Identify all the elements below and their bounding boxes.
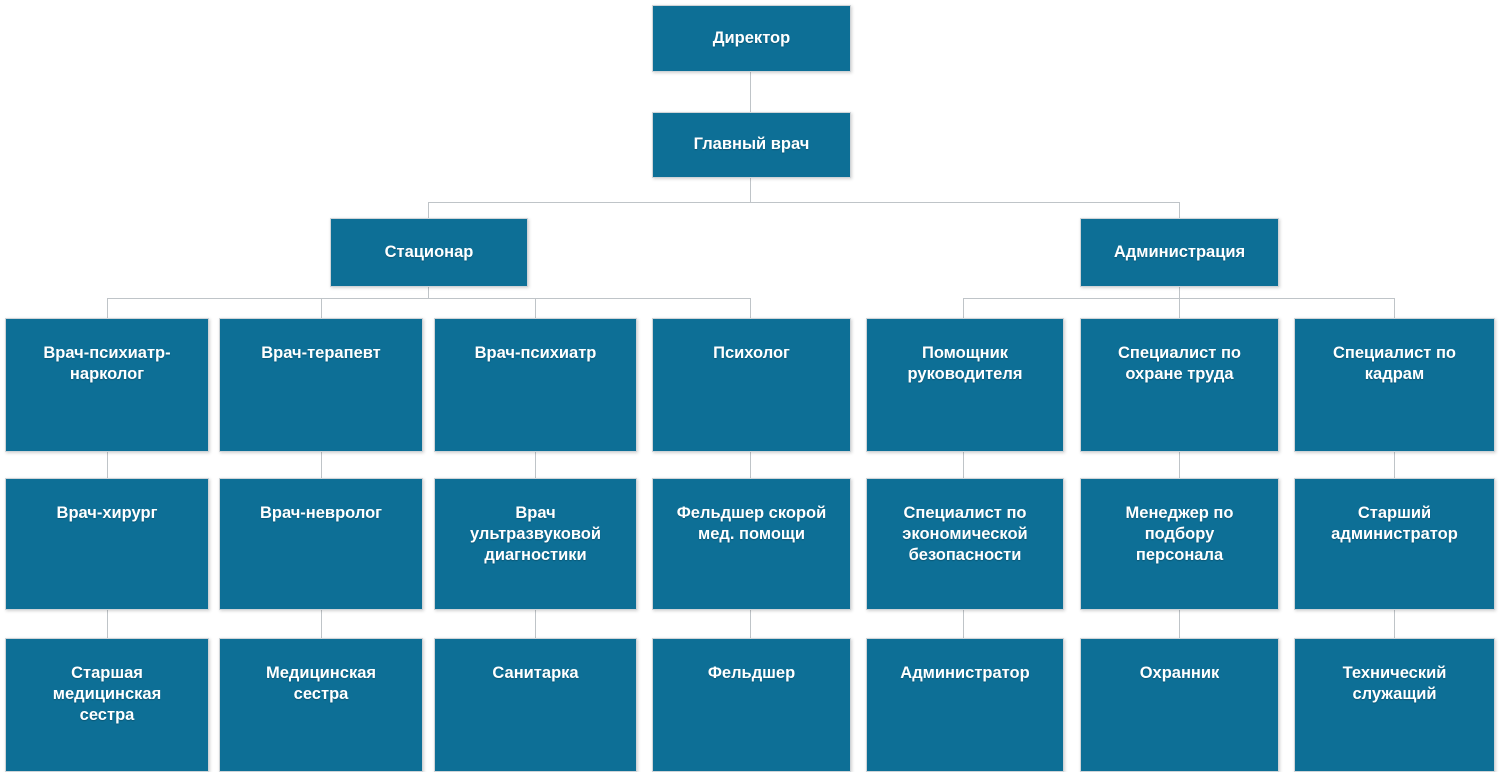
connector-col4-r4-r5: [750, 610, 751, 638]
connector-stationar-drop-1: [107, 298, 108, 318]
node-security-guard[interactable]: Охранник: [1080, 638, 1279, 772]
node-psychologist[interactable]: Психолог: [652, 318, 851, 452]
connector-col2-r4-r5: [321, 610, 322, 638]
connector-col3-r4-r5: [535, 610, 536, 638]
node-head-nurse[interactable]: Старшая медицинская сестра: [5, 638, 209, 772]
connector-administration-stem: [1179, 287, 1180, 298]
connector-stationar-drop-3: [535, 298, 536, 318]
node-psychiatrist-narcologist[interactable]: Врач-психиатр- нарколог: [5, 318, 209, 452]
node-ultrasound-diagnostics-doctor[interactable]: Врач ультразвуковой диагностики: [434, 478, 637, 610]
connector-administration-drop-3: [1394, 298, 1395, 318]
connector-col6-r3-r4: [1179, 452, 1180, 478]
connector-stationar-stem: [428, 287, 429, 298]
connector-director-to-chief: [750, 72, 751, 112]
connector-col7-r3-r4: [1394, 452, 1395, 478]
connector-administration-bus: [963, 298, 1394, 299]
connector-chief-bus: [428, 202, 1180, 203]
node-hr-specialist[interactable]: Специалист по кадрам: [1294, 318, 1495, 452]
node-recruitment-manager[interactable]: Менеджер по подбору персонала: [1080, 478, 1279, 610]
connector-col5-r4-r5: [963, 610, 964, 638]
node-surgeon[interactable]: Врач-хирург: [5, 478, 209, 610]
connector-bus-to-stationar: [428, 202, 429, 218]
connector-stationar-bus: [107, 298, 751, 299]
node-emergency-paramedic[interactable]: Фельдшер скорой мед. помощи: [652, 478, 851, 610]
connector-col1-r3-r4: [107, 452, 108, 478]
node-therapist[interactable]: Врач-терапевт: [219, 318, 423, 452]
node-psychiatrist[interactable]: Врач-психиатр: [434, 318, 637, 452]
node-occupational-safety-specialist[interactable]: Специалист по охране труда: [1080, 318, 1279, 452]
node-technical-staff[interactable]: Технический служащий: [1294, 638, 1495, 772]
connector-col3-r3-r4: [535, 452, 536, 478]
node-assistant-to-director[interactable]: Помощник руководителя: [866, 318, 1064, 452]
connector-col1-r4-r5: [107, 610, 108, 638]
node-nurse[interactable]: Медицинская сестра: [219, 638, 423, 772]
node-paramedic[interactable]: Фельдшер: [652, 638, 851, 772]
node-director[interactable]: Директор: [652, 5, 851, 72]
node-administration[interactable]: Администрация: [1080, 218, 1279, 287]
node-administrator[interactable]: Администратор: [866, 638, 1064, 772]
node-chief-physician[interactable]: Главный врач: [652, 112, 851, 178]
connector-bus-to-administration: [1179, 202, 1180, 218]
connector-col5-r3-r4: [963, 452, 964, 478]
connector-col7-r4-r5: [1394, 610, 1395, 638]
connector-stationar-drop-4: [750, 298, 751, 318]
connector-administration-drop-1: [963, 298, 964, 318]
node-orderly[interactable]: Санитарка: [434, 638, 637, 772]
node-economic-security-specialist[interactable]: Специалист по экономической безопасности: [866, 478, 1064, 610]
connector-chief-stem: [750, 178, 751, 202]
node-neurologist[interactable]: Врач-невролог: [219, 478, 423, 610]
connector-col2-r3-r4: [321, 452, 322, 478]
connector-stationar-drop-2: [321, 298, 322, 318]
node-inpatient-department[interactable]: Стационар: [330, 218, 528, 287]
node-senior-administrator[interactable]: Старший администратор: [1294, 478, 1495, 610]
connector-administration-drop-2: [1179, 298, 1180, 318]
connector-col6-r4-r5: [1179, 610, 1180, 638]
connector-col4-r3-r4: [750, 452, 751, 478]
